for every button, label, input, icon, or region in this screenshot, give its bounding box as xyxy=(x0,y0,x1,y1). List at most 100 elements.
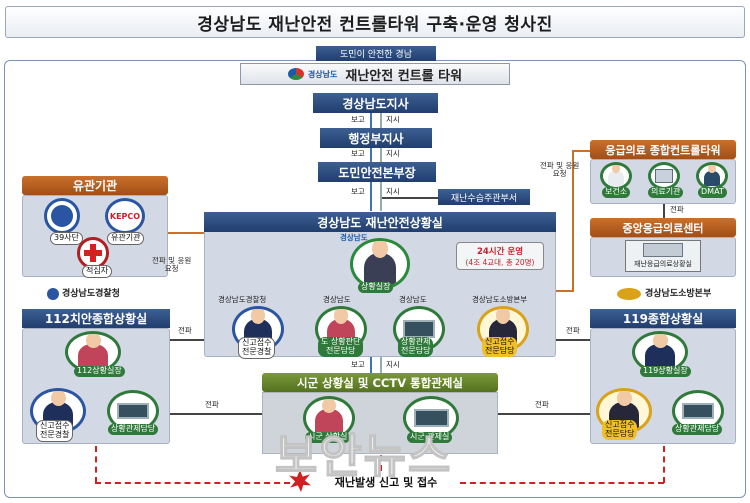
county-report-label: 보고 xyxy=(351,360,365,369)
police-county-label: 전파 xyxy=(205,400,219,409)
fire-monitor-icon xyxy=(681,402,715,420)
fire-agency-icon xyxy=(617,288,641,300)
police-title: 112치안종합상황실 xyxy=(44,312,148,326)
title-bar: 경상남도 재난안전 컨트롤타워 구축·운영 청사진 xyxy=(5,6,745,38)
report-dash-left xyxy=(95,482,290,484)
order-arrow-2 xyxy=(380,148,382,162)
county-panel xyxy=(262,392,498,454)
medical-center-title: 중앙응급의료센터 xyxy=(622,221,704,235)
county-person-icon xyxy=(315,399,343,436)
report-label-1: 보고 xyxy=(351,115,365,124)
police-header: 112치안종합상황실 xyxy=(22,309,170,328)
hospital-photo xyxy=(648,162,680,190)
county-title: 시군 상황실 및 CCTV 통합관제실 xyxy=(296,375,464,390)
fire-member-caption: 신고접수 전문담당 xyxy=(602,420,638,440)
order-arrow-3 xyxy=(380,182,382,211)
hospital-icon xyxy=(655,169,673,183)
operation-label: 24시간 운영 xyxy=(476,246,524,257)
division-39-label: 39사단 xyxy=(50,232,83,245)
medical-propagate-arrow xyxy=(663,204,665,218)
dmat-photo xyxy=(696,162,728,190)
safety-director-box: 도민안전본부장 xyxy=(318,162,436,182)
police-county-link xyxy=(170,413,262,415)
org-label-police: 경상남도경찰청 xyxy=(218,295,267,304)
medical-request-label: 전파 및 응원 요청 xyxy=(540,161,580,179)
watermark-text: 보안뉴스 xyxy=(274,428,453,484)
member-control-caption: 상황관제 전문담당 xyxy=(398,337,434,357)
police-propagate-label: 전파 xyxy=(178,326,192,335)
order-label-3: 지시 xyxy=(386,187,400,196)
fire-county-link xyxy=(498,413,590,415)
medical-link-top xyxy=(572,150,590,152)
fire-head-caption: 119상황실장 xyxy=(640,366,691,377)
fire-header: 119종합상황실 xyxy=(590,309,736,328)
slogan-text: 도민이 안전한 경남 xyxy=(340,50,412,60)
county-monitor-icon xyxy=(413,409,449,427)
related-header: 유관기관 xyxy=(22,176,168,195)
fire-control-caption: 상황관제담당 xyxy=(672,424,723,435)
hospital-caption: 의료기관 xyxy=(648,187,684,198)
health-person-icon xyxy=(608,165,624,187)
report-label-3: 보고 xyxy=(351,187,365,196)
vice-governor-label: 행정부지사 xyxy=(348,131,404,146)
fire-title: 119종합상황실 xyxy=(622,312,704,326)
red-cross-label: 적십자 xyxy=(82,265,113,278)
fire-agency-label: 경상남도소방본부 xyxy=(645,289,712,299)
police-monitor-icon xyxy=(116,402,150,420)
kepco-logo-icon: KEPCO xyxy=(105,198,145,234)
police-report-dash xyxy=(95,446,97,483)
org-label-fire: 경상남도소방본부 xyxy=(472,295,528,304)
dept-box: 재난수습주관부서 xyxy=(438,189,530,205)
medical-link-h xyxy=(556,290,574,292)
head-caption: 상황실장 xyxy=(358,282,394,293)
org-label-gn-1: 경상남도 xyxy=(323,295,351,304)
governor-box: 경상남도지사 xyxy=(313,93,438,113)
county-cctv-caption: 시군 관제실 xyxy=(407,432,453,443)
kepco-logo-text: KEPCO xyxy=(109,211,141,221)
gyeongnam-logo-icon xyxy=(287,68,304,80)
vice-governor-box: 행정부지사 xyxy=(320,128,432,148)
medical-link-v xyxy=(572,150,574,292)
police-head-person-icon xyxy=(78,334,108,370)
brand-logo-text: 경상남도 xyxy=(307,69,338,79)
order-arrow-1 xyxy=(380,113,382,128)
related-request-label: 전파 및 응원 요청 xyxy=(152,256,192,274)
center-header: 경상남도 재난안전상황실 xyxy=(204,212,556,232)
center-title: 경상남도 재난안전상황실 xyxy=(317,215,443,230)
medical-title: 응급의료 종합컨트롤타워 xyxy=(605,143,721,157)
health-center-caption: 보건소 xyxy=(602,187,631,198)
head-photo xyxy=(350,238,410,290)
division-39-icon xyxy=(44,198,80,234)
member-province-caption: 도 상황판단 전문담당 xyxy=(318,337,364,357)
control-tower-box: 경상남도 재난안전 컨트롤 타워 xyxy=(240,63,510,85)
police-head-caption: 112상황실장 xyxy=(74,366,125,377)
dept-arrow xyxy=(382,197,438,199)
fire-head-person-icon xyxy=(645,334,675,370)
report-arrow-1 xyxy=(370,113,372,128)
fire-report-dash xyxy=(663,446,665,483)
police-agency-label: 경상남도경찰청 xyxy=(62,289,120,299)
operation-detail: (4조 4교대, 총 20명) xyxy=(465,257,535,267)
fire-propagate-label: 전파 xyxy=(566,326,580,335)
slogan-box: 도민이 안전한 경남 xyxy=(316,46,436,61)
operation-box: 24시간 운영 (4조 4교대, 총 20명) xyxy=(456,242,544,270)
org-label-gn-2: 경상남도 xyxy=(399,295,427,304)
county-report-dash xyxy=(380,455,382,471)
county-room-caption: 시군 상황실 xyxy=(305,432,351,443)
medical-center-header: 중앙응급의료센터 xyxy=(590,218,736,237)
county-report-arrow xyxy=(370,357,372,373)
head-person-icon xyxy=(363,241,397,285)
governor-label: 경상남도지사 xyxy=(342,96,409,111)
police-agency-icon xyxy=(47,288,59,300)
order-label-2: 지시 xyxy=(386,149,400,158)
member-fire-caption: 신고접수 전문담당 xyxy=(482,337,518,357)
center-brand-label: 경상남도 xyxy=(340,233,368,242)
county-order-label: 지시 xyxy=(386,360,400,369)
county-header: 시군 상황실 및 CCTV 통합관제실 xyxy=(262,373,498,392)
control-tower-text: 재난안전 컨트롤 타워 xyxy=(345,68,463,84)
medical-room-label: 재난응급의료상황실 xyxy=(634,260,692,268)
disaster-report-box: 재난발생 신고 및 접수 xyxy=(312,473,460,491)
member-police-caption: 신고접수 전문경찰 xyxy=(238,337,276,359)
police-member-caption: 신고접수 전문경찰 xyxy=(36,420,74,442)
related-agency-label: 유관기관 xyxy=(107,232,145,245)
